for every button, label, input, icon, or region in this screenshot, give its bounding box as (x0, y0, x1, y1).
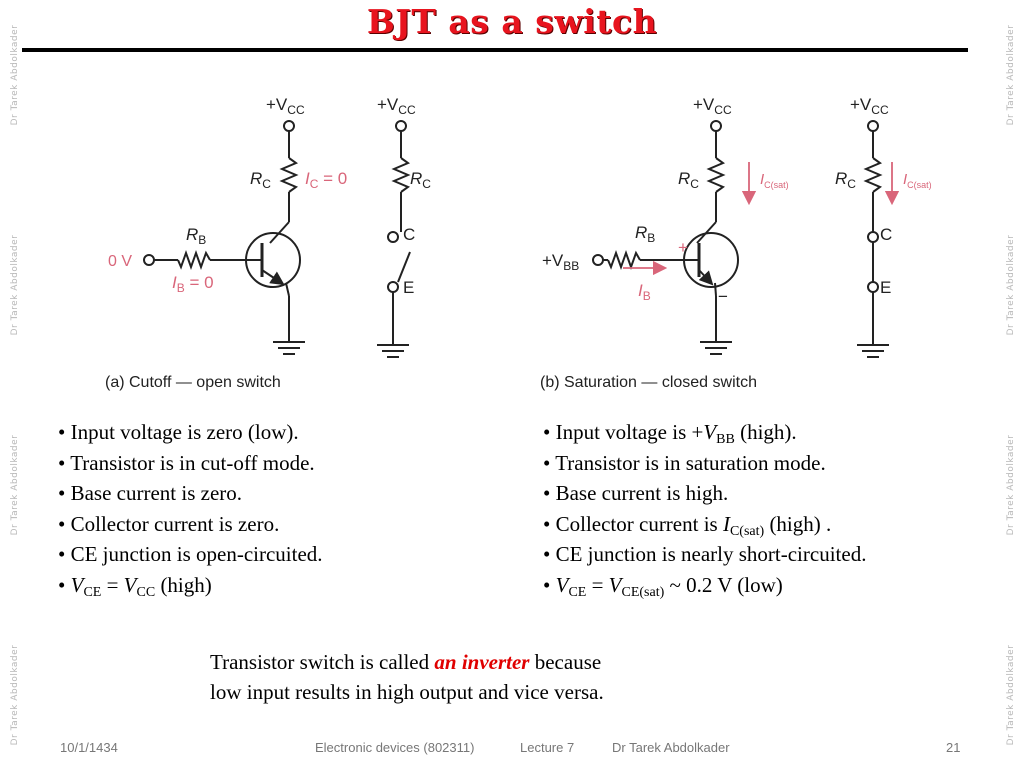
svg-text:+VCC: +VCC (377, 95, 416, 117)
inverter-note: Transistor switch is called an inverter … (210, 650, 604, 704)
svg-text:E: E (880, 278, 891, 297)
bullet-item: • Transistor is in saturation mode. (543, 450, 826, 475)
watermark-left-3: Dr Tarek Abdolkader (10, 434, 20, 536)
bullet-item: • VCE = VCC (high) (58, 572, 212, 600)
bullet-item: • Collector current is IC(sat) (high) . (543, 511, 832, 539)
bullet-item: • Base current is high. (543, 481, 729, 505)
vcc-terminal-b1 (710, 120, 722, 132)
svg-text:IC = 0: IC = 0 (305, 169, 347, 191)
svg-text:IC(sat): IC(sat) (903, 171, 932, 190)
svg-text:IC(sat): IC(sat) (760, 171, 789, 190)
watermark-right-3: Dr Tarek Abdolkader (1006, 434, 1016, 536)
saturation-bullet-list: • Input voltage is +VBB (high). • Transi… (543, 417, 981, 600)
bullet-item: • Collector current is zero. (58, 511, 280, 536)
slide-title: BJT as a switch (366, 2, 658, 41)
svg-text:+: + (678, 238, 688, 257)
footer-date: 10/1/1434 (60, 740, 118, 755)
footer-author: Dr Tarek Abdolkader (612, 740, 730, 755)
bullet-item: • Transistor is in cut-off mode. (58, 450, 315, 475)
vcc-terminal-a1 (283, 120, 295, 132)
caption-b: (b) Saturation — closed switch (540, 374, 757, 391)
svg-text:RC: RC (835, 169, 856, 191)
rb-resistor-a (177, 250, 211, 270)
svg-text:+VCC: +VCC (266, 95, 305, 117)
caption-a: (a) Cutoff — open switch (105, 374, 281, 391)
svg-text:+VCC: +VCC (850, 95, 889, 117)
svg-text:RC: RC (678, 169, 699, 191)
svg-text:C: C (880, 225, 892, 244)
bullet-item: • Base current is zero. (58, 481, 243, 505)
svg-text:E: E (403, 278, 414, 297)
footer-lecture: Lecture 7 (520, 740, 575, 755)
rc-resistor-a1 (279, 157, 299, 193)
svg-text:RB: RB (186, 225, 206, 247)
rc-resistor-a2 (391, 157, 411, 193)
open-switch-a (397, 251, 411, 283)
rc-resistor-b2 (863, 157, 883, 193)
bullet-item: • CE junction is open-circuited. (58, 542, 323, 566)
svg-text:+VCC: +VCC (693, 95, 732, 117)
circuit-diagrams: +VCC +VCC RC IC = 0 RC RB 0 V IB = 0 C E… (105, 95, 932, 391)
cutoff-bullet-list: • Input voltage is zero (low). • Transis… (58, 417, 323, 600)
bullet-item: • VCE = VCE(sat) ~ 0.2 V (low) (543, 572, 783, 600)
bullet-item: • Input voltage is +VBB (high). (543, 420, 797, 447)
rc-resistor-b1 (706, 157, 726, 193)
svg-text:0 V: 0 V (108, 253, 132, 270)
vin-terminal-b (592, 254, 604, 266)
vcc-terminal-b2 (867, 120, 879, 132)
bullet-item: • CE junction is nearly short-circuited. (543, 542, 867, 566)
svg-text:+VBB: +VBB (542, 251, 579, 273)
svg-text:IB = 0: IB = 0 (172, 273, 214, 295)
svg-text:C: C (403, 225, 415, 244)
svg-text:RC: RC (410, 169, 431, 191)
footer-page-number: 21 (946, 740, 961, 755)
rb-resistor-b (607, 250, 641, 270)
bullet-item: • Input voltage is zero (low). (58, 420, 299, 444)
svg-text:RC: RC (250, 169, 271, 191)
svg-text:−: − (718, 287, 728, 306)
vcc-terminal-a2 (395, 120, 407, 132)
svg-text:IB: IB (638, 281, 651, 303)
watermark-right-4: Dr Tarek Abdolkader (1006, 644, 1016, 746)
svg-text:RB: RB (635, 223, 655, 245)
title-underline (22, 48, 968, 52)
footer-course: Electronic devices (802311) (315, 740, 475, 755)
vin-terminal-a (143, 254, 155, 266)
inverter-highlight: an inverter (434, 650, 530, 674)
watermark-left-4: Dr Tarek Abdolkader (10, 644, 20, 746)
